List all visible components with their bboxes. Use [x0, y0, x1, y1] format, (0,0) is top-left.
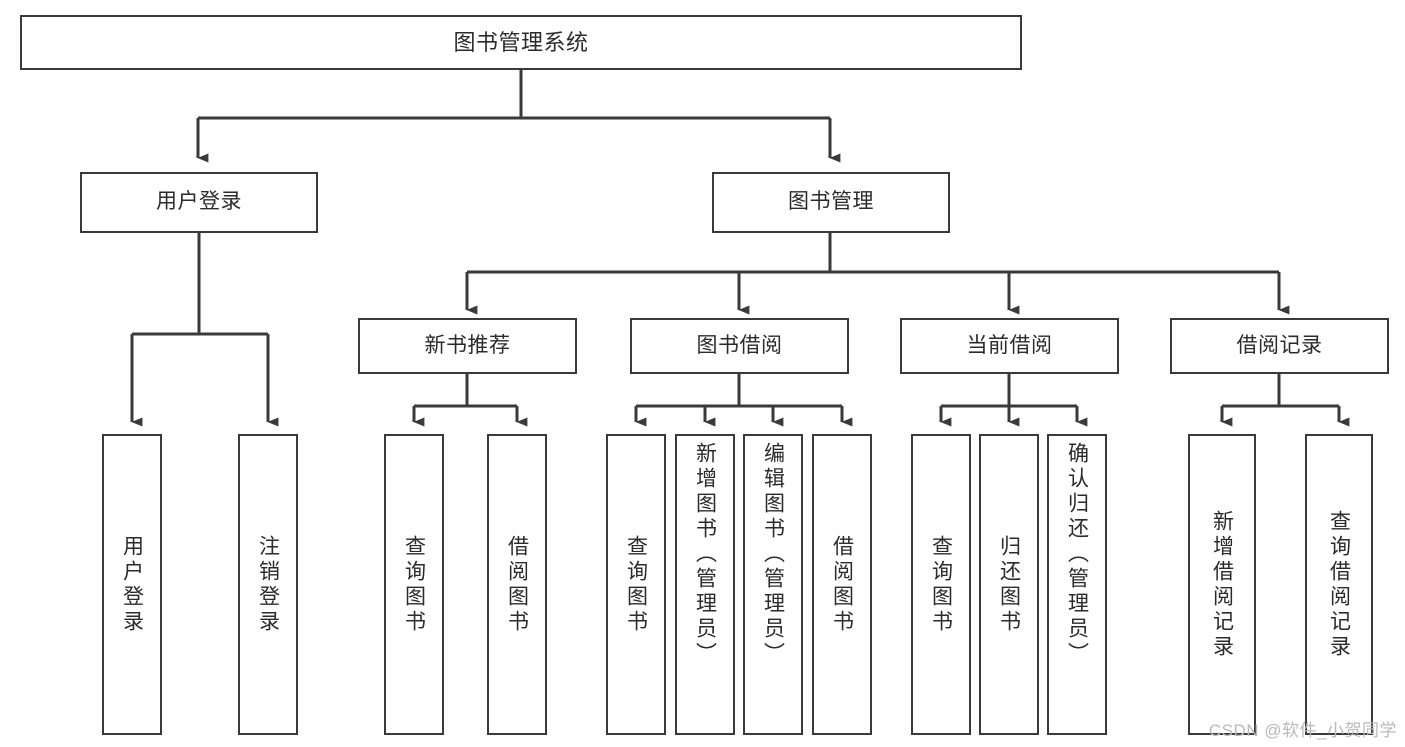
- node-current-borrow[interactable]: 当前借阅: [900, 318, 1119, 374]
- node-label: 归还图书: [997, 534, 1021, 635]
- node-label: 用户登录: [156, 190, 242, 214]
- leaf-new-book-borrow[interactable]: 借阅图书: [487, 434, 547, 735]
- node-book-borrow[interactable]: 图书借阅: [630, 318, 849, 374]
- node-label: 图书管理系统: [453, 29, 589, 55]
- node-borrow-record[interactable]: 借阅记录: [1170, 318, 1389, 374]
- node-label: 用户登录: [120, 534, 144, 635]
- node-label: 查询借阅记录: [1327, 509, 1351, 660]
- leaf-current-borrow-confirm-return[interactable]: 确认归还（管理员）: [1047, 434, 1107, 735]
- node-new-book-recommend[interactable]: 新书推荐: [358, 318, 577, 374]
- node-label: 查询图书: [624, 534, 648, 635]
- node-book-management[interactable]: 图书管理: [712, 172, 950, 233]
- node-label: 注销登录: [256, 534, 280, 635]
- node-label: 查询图书: [402, 534, 426, 635]
- leaf-book-borrow-add[interactable]: 新增图书（管理员）: [675, 434, 735, 735]
- node-label: 新增图书（管理员）: [693, 442, 717, 667]
- node-label: 借阅图书: [505, 534, 529, 635]
- leaf-book-borrow-query[interactable]: 查询图书: [606, 434, 666, 735]
- leaf-book-borrow-edit[interactable]: 编辑图书（管理员）: [743, 434, 803, 735]
- node-label: 新书推荐: [424, 333, 511, 357]
- leaf-borrow-record-query[interactable]: 查询借阅记录: [1305, 434, 1373, 735]
- node-label: 图书借阅: [696, 333, 783, 357]
- node-label: 借阅图书: [830, 534, 854, 635]
- leaf-current-borrow-return[interactable]: 归还图书: [979, 434, 1039, 735]
- leaf-current-borrow-query[interactable]: 查询图书: [911, 434, 971, 735]
- leaf-user-login-logout[interactable]: 注销登录: [238, 434, 298, 735]
- node-label: 确认归还（管理员）: [1065, 442, 1089, 667]
- leaf-new-book-query[interactable]: 查询图书: [384, 434, 444, 735]
- leaf-borrow-record-add[interactable]: 新增借阅记录: [1188, 434, 1256, 735]
- node-user-login[interactable]: 用户登录: [80, 172, 318, 233]
- leaf-book-borrow-borrow[interactable]: 借阅图书: [812, 434, 872, 735]
- node-root-system[interactable]: 图书管理系统: [20, 15, 1022, 70]
- node-label: 新增借阅记录: [1210, 509, 1234, 660]
- node-label: 借阅记录: [1236, 333, 1323, 357]
- node-label: 编辑图书（管理员）: [761, 442, 785, 667]
- leaf-user-login-login[interactable]: 用户登录: [102, 434, 162, 735]
- node-label: 查询图书: [929, 534, 953, 635]
- node-label: 当前借阅: [966, 333, 1053, 357]
- node-label: 图书管理: [788, 190, 874, 214]
